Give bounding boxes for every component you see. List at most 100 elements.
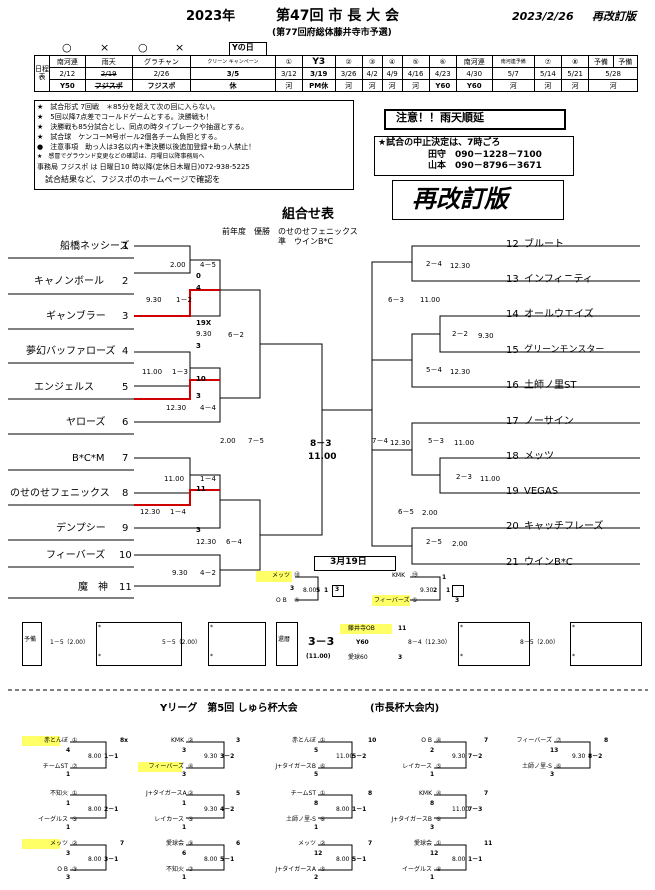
right-team-21: ウインB*C: [524, 557, 573, 568]
yl-time: 9.30: [204, 806, 218, 813]
yl-time: 8.00: [452, 856, 466, 863]
m19-left-score-b: 3: [335, 586, 340, 593]
left-team-2: キャノンボール: [34, 276, 104, 287]
left-team-5: エンジェルス: [34, 382, 94, 393]
score: 3: [196, 392, 201, 400]
rule-6: ★ 感冒でグラウンド変更などの確認は、月曜日以降事務局へ: [37, 153, 205, 160]
yl-time: 11.00: [452, 806, 470, 813]
yl-team-top-num: ④: [436, 737, 442, 744]
yobi-a-box: [96, 622, 182, 666]
yl-team-bot-num: ⑤: [72, 816, 78, 823]
right-num-15: 15: [506, 345, 519, 356]
left-team-3: ギャンブラー: [46, 311, 106, 322]
right-team-14: オールウエイズ: [524, 309, 594, 320]
yleague-title: Yリーグ 第5回 しゅら杯大会: [160, 703, 298, 714]
yl-team-bot-score: 1: [314, 824, 319, 831]
score: 11.00: [454, 439, 475, 447]
left-num-1: 1: [122, 241, 129, 252]
score: 2－5: [426, 538, 442, 546]
header-date: 2023/2/26: [512, 10, 574, 23]
m19-left-res-box: [332, 585, 344, 597]
yleague-highlight: [22, 736, 60, 746]
right-num-16: 16: [506, 380, 519, 391]
notice-contact1: 田守 090－1228－7100: [428, 150, 542, 160]
score: 12.30: [166, 404, 187, 412]
yobi-b: 5－5（2.00）: [162, 639, 201, 646]
score: 12.30: [196, 538, 217, 546]
mark-3: ○: [138, 41, 148, 54]
score: 1－3: [172, 368, 188, 376]
yl-winner: 8: [368, 790, 373, 797]
right-team-12: ブルート: [524, 239, 564, 250]
rule-8: 試合結果など、フジスポのホームページで確認を: [37, 175, 221, 184]
yobi-star: *: [572, 653, 575, 660]
m19-right-s2: 1: [446, 587, 451, 594]
kanreki-time: (11.00): [306, 653, 331, 660]
yobi-c: 8－4（12.30）: [408, 639, 451, 646]
yl-team-bot-num: ⑥: [320, 763, 326, 770]
header-badge: 再改訂版: [592, 10, 636, 23]
score: 11.00: [480, 475, 501, 483]
venue-cell: PM休: [301, 79, 336, 92]
score: 9.30: [172, 569, 188, 577]
yl-time: 8.00: [336, 856, 350, 863]
yl-time: 9.30: [572, 753, 586, 760]
score: 2.00: [170, 261, 186, 269]
yl-winner: 3: [236, 737, 241, 744]
yl-team-bot-num: ⑥: [320, 816, 326, 823]
left-num-3: 3: [122, 311, 129, 322]
yobi-star: *: [460, 624, 463, 631]
right-num-21: 21: [506, 557, 519, 568]
march19-highlight-left: [256, 571, 292, 582]
yl-team-top: 赤とんぼ: [291, 737, 316, 744]
final-score: 8－3: [310, 439, 332, 449]
yl-score: 1－1: [468, 856, 483, 863]
venue-cell: 河: [560, 79, 590, 92]
notice-box: [374, 136, 574, 176]
kanreki-team1: 藤井寺OB: [348, 625, 375, 632]
yl-team-bot: フィーバーズ: [148, 763, 184, 770]
yl-team-top: メッツ: [297, 840, 316, 847]
yl-time: 8.00: [204, 856, 218, 863]
yobi-label-box: [22, 622, 42, 666]
m19-right-time: 9.30: [420, 587, 434, 594]
yobi-label: 予備: [24, 636, 37, 643]
notice-title-box: [384, 109, 566, 130]
y-day-label: Yの日: [232, 43, 254, 52]
score: 1－2: [176, 296, 192, 304]
col-head: ②: [334, 55, 363, 68]
yl-winner: 7: [368, 840, 373, 847]
yl-team-bot-num: ⑦: [72, 763, 78, 770]
yobi-c-box: [458, 622, 530, 666]
yleague-highlight: [138, 762, 182, 772]
yl-team-bot-num: ⑦: [188, 866, 194, 873]
m19-left-score-a: 3: [290, 585, 295, 592]
rule-1: ★ 試合形式 7回戦 ＊85分を超えて次の回に入らない。: [37, 103, 220, 111]
yl-time: 8.00: [88, 753, 102, 760]
date-cell: 4/23: [428, 67, 457, 80]
left-num-8: 8: [122, 488, 129, 499]
yl-team-bot-num: ⑥: [436, 816, 442, 823]
yl-team-bot-num: ⑤: [436, 763, 442, 770]
left-team-4: 夢幻バッファローズ: [26, 346, 116, 357]
yl-team-bot-score: 3: [550, 771, 555, 778]
yl-team-top-num: ②: [188, 737, 194, 744]
yl-team-top: 赤とんぼ: [43, 737, 68, 744]
yl-score: 5－1: [352, 856, 367, 863]
yl-winner: 7: [484, 790, 489, 797]
yl-team-bot-score: 1: [66, 824, 71, 831]
yl-score: 2－1: [104, 806, 119, 813]
notice-contact2: 山本 090－8796－3671: [428, 161, 542, 171]
prev-winner: 前年度 優勝 のせのせフェニックス: [222, 227, 358, 236]
score: 9.30: [196, 330, 212, 338]
venue-cell: 河: [588, 79, 638, 92]
schedule-side: 日程表: [34, 55, 50, 92]
venue-cell: 河: [381, 79, 403, 92]
yl-team-bot: イーグルス: [401, 866, 432, 873]
rule-7: 事務局 フジスポ は 日曜日10 時以降(定休日木曜日)072-938-5225: [37, 163, 250, 171]
score: 9.30: [478, 332, 494, 340]
yl-team-bot-num: ⑥: [556, 763, 562, 770]
col-head: ⑦: [533, 55, 563, 68]
rule-3: ★ 決勝戦も85分試合とし、同点の時タイブレークや抽選とする。: [37, 123, 248, 131]
